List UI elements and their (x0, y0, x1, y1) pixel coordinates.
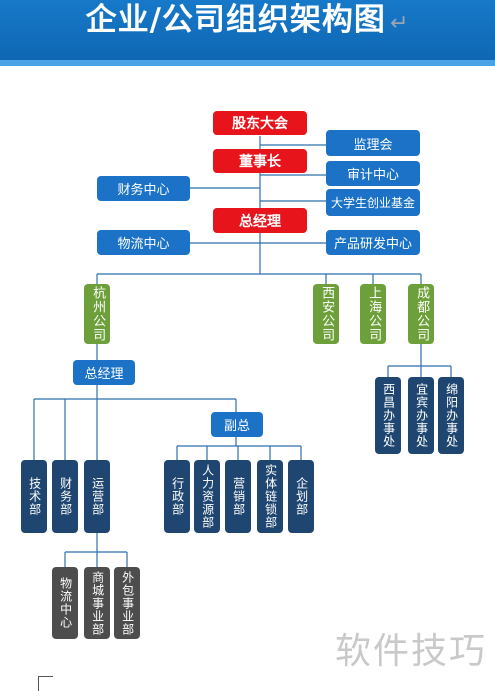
title-text: 企业/公司组织架构图 (85, 2, 386, 38)
node-hangzhou-company: 杭州公司 (84, 284, 110, 344)
node-label: 物流中心 (117, 237, 170, 252)
node-outsourcing-division: 外包事业部 (114, 567, 140, 639)
node-student-fund: 大学生创业基金 (326, 189, 420, 216)
node-label: 董事长 (239, 154, 281, 170)
header-banner (0, 0, 495, 60)
node-operations-dept: 运营部 (84, 460, 110, 533)
node-logistics-center-sub: 物流中心 (52, 567, 78, 639)
node-label: 副总 (223, 419, 250, 434)
node-mianyang-office: 绵阳办事处 (438, 377, 464, 454)
node-label: 物流中心 (58, 577, 73, 629)
node-hr-dept: 人力资源部 (194, 460, 220, 533)
node-label: 西昌办事处 (381, 383, 396, 448)
node-label: 运营部 (90, 477, 105, 516)
node-supply-chain-dept: 实体链锁部 (257, 460, 283, 533)
node-general-manager: 总经理 (213, 208, 307, 233)
node-chengdu-company: 成都公司 (408, 284, 434, 344)
node-label: 大学生创业基金 (330, 196, 415, 210)
node-label: 宜宾办事处 (414, 383, 429, 448)
node-tech-dept: 技术部 (21, 460, 47, 533)
node-chairman: 董事长 (213, 149, 307, 173)
node-logistics-center: 物流中心 (97, 230, 190, 255)
node-yibin-office: 宜宾办事处 (408, 377, 434, 454)
node-label: 杭州公司 (90, 286, 106, 342)
node-marketing-dept: 营销部 (225, 460, 251, 533)
node-shareholders-meeting: 股东大会 (213, 111, 307, 135)
node-label: 西安公司 (319, 286, 335, 342)
node-label: 行政部 (170, 477, 185, 516)
watermark: 软件技巧 (334, 631, 487, 672)
node-label: 财务中心 (117, 183, 170, 198)
node-label: 外包事业部 (120, 570, 135, 636)
node-rd-center: 产品研发中心 (326, 230, 420, 255)
node-label: 营销部 (231, 477, 246, 516)
node-supervisory-board: 监理会 (326, 130, 420, 156)
node-finance-center: 财务中心 (97, 176, 190, 201)
node-label: 财务部 (58, 477, 73, 516)
node-label: 产品研发中心 (333, 237, 412, 252)
node-audit-center: 审计中心 (326, 161, 420, 186)
node-label: 实体链锁部 (263, 464, 278, 529)
page-title: 企业/公司组织架构图↵ (0, 0, 495, 40)
node-xichang-office: 西昌办事处 (375, 377, 401, 454)
node-label: 审计中心 (346, 168, 399, 183)
node-admin-dept: 行政部 (164, 460, 190, 533)
node-planning-dept: 企划部 (288, 460, 314, 533)
node-xian-company: 西安公司 (313, 284, 339, 344)
node-label: 总经理 (239, 213, 281, 230)
node-label: 总经理 (84, 367, 124, 382)
node-hz-general-manager: 总经理 (73, 360, 135, 385)
node-label: 企划部 (294, 477, 309, 516)
node-deputy: 副总 (211, 412, 263, 437)
node-label: 技术部 (27, 477, 42, 516)
node-label: 商城事业部 (90, 570, 105, 636)
node-label: 成都公司 (414, 286, 430, 342)
node-shanghai-company: 上海公司 (360, 284, 386, 344)
node-label: 股东大会 (232, 116, 288, 132)
page-corner-mark (38, 676, 53, 691)
node-label: 监理会 (353, 137, 393, 153)
node-label: 绵阳办事处 (444, 383, 459, 448)
node-label: 上海公司 (366, 286, 382, 342)
node-mall-division: 商城事业部 (84, 567, 110, 639)
node-label: 人力资源部 (200, 464, 215, 529)
header-stripe (0, 60, 495, 66)
node-finance-dept: 财务部 (52, 460, 78, 533)
return-mark-icon: ↵ (389, 11, 410, 36)
